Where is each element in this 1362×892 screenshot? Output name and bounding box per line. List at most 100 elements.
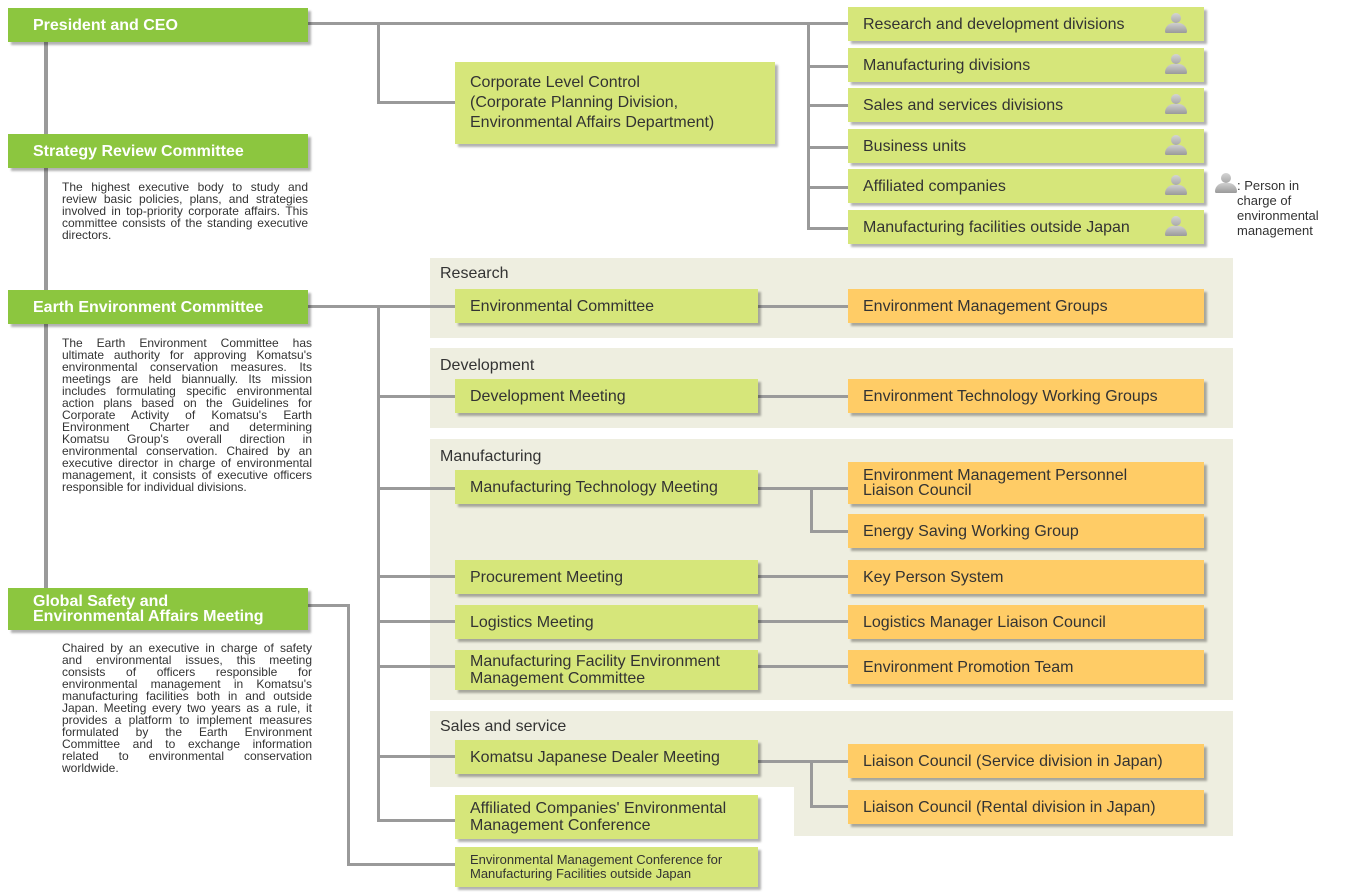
division-manufacturing: Manufacturing divisions	[848, 48, 1204, 82]
connector-global-trunk	[347, 604, 350, 866]
dealer-meeting-box: Komatsu Japanese Dealer Meeting	[455, 740, 758, 774]
connector-rental	[810, 805, 848, 808]
connector-promo	[758, 665, 848, 668]
president-label: President and CEO	[33, 16, 178, 34]
division-label: Manufacturing divisions	[863, 56, 1031, 74]
logistics-council-box: Logistics Manager Liaison Council	[848, 605, 1204, 639]
connector-div-2	[807, 104, 848, 107]
meeting-label: Manufacturing Technology Meeting	[470, 478, 718, 496]
group-label: Liaison Council (Service division in Jap…	[863, 752, 1163, 770]
env-mgmt-groups-box: Environment Management Groups	[848, 289, 1204, 323]
section-development: Development	[440, 357, 535, 374]
connector-dealer-branch	[810, 760, 813, 808]
connector-earth-out	[305, 305, 455, 308]
connector-dev	[377, 395, 455, 398]
meeting-label: Manufacturing Facility Environment Manag…	[470, 653, 720, 687]
connector-div-1	[807, 65, 848, 68]
legend-text: : Person in charge of environmental mana…	[1237, 178, 1319, 238]
connector-div-5	[807, 227, 848, 230]
president-box: President and CEO	[8, 8, 308, 42]
connector-proc	[377, 575, 455, 578]
connector-facility	[377, 665, 455, 668]
connector-mfg-out	[758, 487, 848, 490]
division-label: Affiliated companies	[863, 177, 1006, 195]
division-label: Manufacturing facilities outside Japan	[863, 218, 1130, 236]
meeting-label: Komatsu Japanese Dealer Meeting	[470, 748, 720, 766]
service-council-box: Liaison Council (Service division in Jap…	[848, 744, 1204, 778]
division-label: Research and development divisions	[863, 15, 1125, 33]
strategy-description: The highest executive body to study and …	[62, 180, 308, 242]
affiliated-conference-box: Affiliated Companies' Environmental Mana…	[455, 795, 758, 839]
division-sales: Sales and services divisions	[848, 88, 1204, 122]
connector-dealer	[377, 755, 455, 758]
connector-logi-council	[758, 620, 848, 623]
legend-person-icon	[1215, 173, 1237, 193]
group-label: Key Person System	[863, 568, 1004, 586]
overseas-conference-box: Environmental Management Conference for …	[455, 847, 758, 887]
energy-saving-wg-box: Energy Saving Working Group	[848, 514, 1204, 548]
meeting-label: Logistics Meeting	[470, 613, 594, 631]
connector-earth-trunk	[377, 305, 380, 822]
section-sales: Sales and service	[440, 718, 567, 735]
env-tech-wg-box: Environment Technology Working Groups	[848, 379, 1204, 413]
promotion-team-box: Environment Promotion Team	[848, 650, 1204, 684]
person-icon	[1165, 135, 1187, 155]
connector-dealer-out	[758, 760, 848, 763]
connector-mfgtech	[377, 487, 455, 490]
global-title: Global Safety and Environmental Affairs …	[33, 593, 264, 625]
meeting-label: Procurement Meeting	[470, 568, 623, 586]
connector-energy	[810, 530, 848, 533]
group-label: Energy Saving Working Group	[863, 522, 1079, 540]
global-description: Chaired by an executive in charge of saf…	[62, 641, 312, 775]
division-label: Business units	[863, 137, 967, 155]
group-label: Environment Management Groups	[863, 297, 1108, 315]
group-label: Environment Technology Working Groups	[863, 387, 1158, 405]
connector-tech-wg	[748, 395, 848, 398]
env-personnel-council-box: Environment Management Personnel Liaison…	[848, 462, 1204, 504]
meeting-label: Environmental Management Conference for …	[470, 852, 723, 881]
connector-division-trunk	[807, 22, 810, 230]
connector-control-down	[377, 22, 380, 104]
earth-title: Earth Environment Committee	[33, 298, 264, 316]
meeting-label: Affiliated Companies' Environmental Mana…	[470, 800, 727, 834]
connector-env-groups	[748, 305, 848, 308]
logistics-meeting-box: Logistics Meeting	[455, 605, 758, 639]
division-rd: Research and development divisions	[848, 7, 1204, 41]
procurement-meeting-box: Procurement Meeting	[455, 560, 758, 594]
corporate-control-box: Corporate Level Control (Corporate Plann…	[455, 62, 775, 144]
rental-council-box: Liaison Council (Rental division in Japa…	[848, 790, 1204, 824]
division-affiliated: Affiliated companies	[848, 169, 1204, 203]
meeting-label: Environmental Committee	[470, 297, 655, 315]
key-person-box: Key Person System	[848, 560, 1204, 594]
division-business-units: Business units	[848, 129, 1204, 163]
connector-affiliated	[377, 819, 455, 822]
environmental-committee-box: Environmental Committee	[455, 289, 758, 323]
mfg-tech-meeting-box: Manufacturing Technology Meeting	[455, 470, 758, 504]
connector-div-4	[807, 186, 848, 189]
connector-keyperson	[758, 575, 848, 578]
corporate-control-label: Corporate Level Control (Corporate Plann…	[470, 74, 715, 131]
division-label: Sales and services divisions	[863, 96, 1064, 114]
earth-description: The Earth Environment Committee has ulti…	[62, 336, 312, 494]
group-label: Logistics Manager Liaison Council	[863, 613, 1106, 631]
section-research: Research	[440, 265, 509, 282]
connector-top	[305, 22, 848, 25]
development-meeting-box: Development Meeting	[455, 379, 758, 413]
group-label: Environment Promotion Team	[863, 658, 1074, 676]
strategy-title: Strategy Review Committee	[33, 142, 244, 160]
person-icon	[1165, 94, 1187, 114]
connector-control-right	[377, 101, 455, 104]
section-manufacturing: Manufacturing	[440, 448, 542, 465]
connector-logi	[377, 620, 455, 623]
earth-box: Earth Environment Committee	[8, 290, 308, 324]
connector-overseas	[347, 863, 455, 866]
connector-mfg-branch	[810, 487, 813, 533]
mfg-facility-committee-box: Manufacturing Facility Environment Manag…	[455, 650, 758, 690]
strategy-box: Strategy Review Committee	[8, 134, 308, 168]
person-icon	[1165, 13, 1187, 33]
connector-global-out	[305, 604, 350, 607]
group-label: Environment Management Personnel Liaison…	[863, 467, 1128, 499]
meeting-label: Development Meeting	[470, 387, 626, 405]
division-overseas: Manufacturing facilities outside Japan	[848, 210, 1204, 244]
person-icon	[1165, 175, 1187, 195]
